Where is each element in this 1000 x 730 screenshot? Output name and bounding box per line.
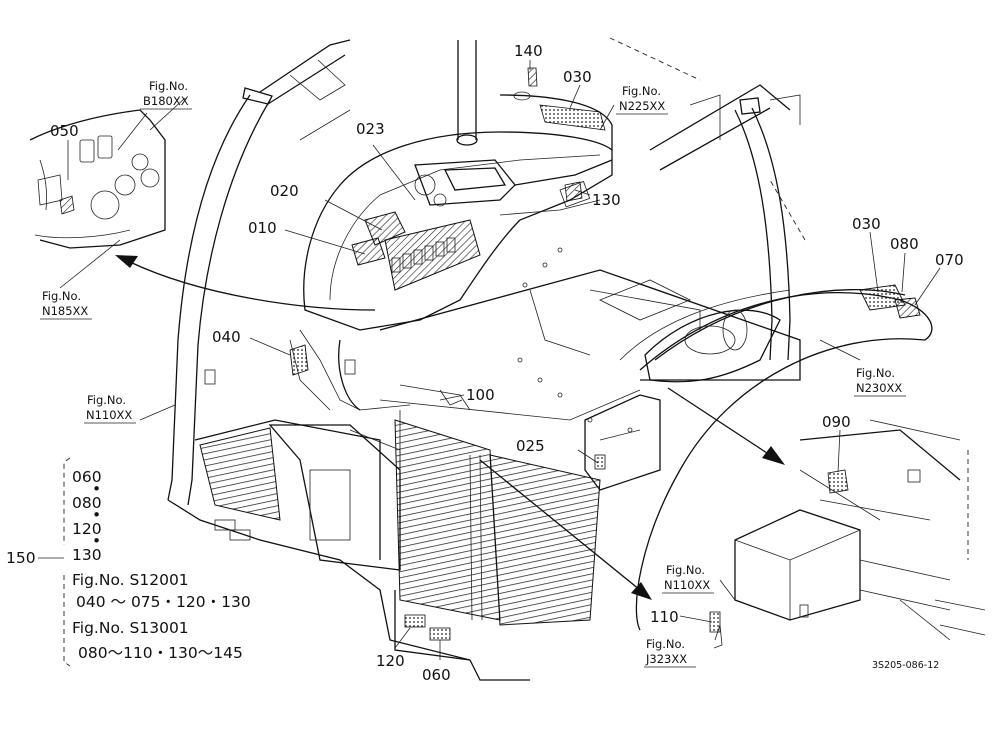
kit-legend: 150 060 • 080 • 120 • 130 Fig.No. S12001… <box>6 457 251 667</box>
part-label-090: 090 <box>822 413 851 431</box>
legend-ref-s12001: Fig.No. S12001 <box>72 571 189 589</box>
part-label-100: 100 <box>466 386 495 404</box>
part-label-040: 040 <box>212 328 241 346</box>
part-label-110: 110 <box>650 608 679 626</box>
legend-ref-s13001-detail: 080～110・130～145 <box>78 644 243 662</box>
figure-references: Fig.No. B180XX Fig.No. N225XX Fig.No. N1… <box>40 79 906 668</box>
part-label-060: 060 <box>422 666 451 684</box>
fig-b180-label: Fig.No. <box>149 79 188 93</box>
part-label-070: 070 <box>935 251 964 269</box>
part-110-bracket <box>713 624 723 649</box>
legend-item-4: 130 <box>72 546 102 564</box>
legend-ref-s12001-detail: 040 ～ 075・120・130 <box>76 593 251 611</box>
cabin-frame <box>167 37 806 506</box>
drawing-code: 3S205-086-12 <box>872 660 939 671</box>
part-label-010: 010 <box>248 219 277 237</box>
inset-right-detail <box>734 419 986 641</box>
svg-text:•: • <box>92 532 101 550</box>
part-label-020: 020 <box>270 182 299 200</box>
fig-n185-label: Fig.No. <box>42 289 81 303</box>
fig-n230-label: Fig.No. <box>856 366 895 380</box>
svg-text:•: • <box>92 480 101 498</box>
fig-n110-left-label: Fig.No. <box>87 393 126 407</box>
top-rear-area <box>499 67 613 202</box>
fig-n225-label: Fig.No. <box>622 84 661 98</box>
part-labels: 050 023 020 010 040 140 030 130 030 080 … <box>50 42 964 684</box>
legend-item-2: 080 <box>72 494 102 512</box>
svg-text:•: • <box>92 506 101 524</box>
fig-n225-code: N225XX <box>619 99 665 113</box>
part-110-shape <box>709 611 721 633</box>
part-label-140: 140 <box>514 42 543 60</box>
left-step-assembly <box>167 419 601 681</box>
fig-j323-code: J323XX <box>645 652 687 666</box>
legend-item-1: 060 <box>72 468 102 486</box>
part-label-030-right: 030 <box>852 215 881 233</box>
inset-left-detail <box>29 109 166 249</box>
dashboard-console <box>204 131 613 411</box>
fig-n230-code: N230XX <box>856 381 902 395</box>
fig-n110-right-label: Fig.No. <box>666 563 705 577</box>
part-label-130: 130 <box>592 191 621 209</box>
right-fender <box>619 284 933 631</box>
fig-n185-code: N185XX <box>42 304 88 318</box>
floor-deck <box>379 247 801 491</box>
part-label-025: 025 <box>516 437 545 455</box>
leader-lines <box>59 60 941 660</box>
part-label-080: 080 <box>890 235 919 253</box>
part-label-023: 023 <box>356 120 385 138</box>
fig-b180-code: B180XX <box>143 94 189 108</box>
fig-n110-right-code: N110XX <box>664 578 710 592</box>
legend-kit-number: 150 <box>6 549 36 567</box>
part-label-030-top: 030 <box>563 68 592 86</box>
fig-n110-left-code: N110XX <box>86 408 132 422</box>
part-label-050: 050 <box>50 122 79 140</box>
legend-ref-s13001: Fig.No. S13001 <box>72 619 189 637</box>
legend-item-3: 120 <box>72 520 102 538</box>
callout-arrows <box>115 255 785 600</box>
fig-j323-label: Fig.No. <box>646 637 685 651</box>
part-label-120: 120 <box>376 652 405 670</box>
